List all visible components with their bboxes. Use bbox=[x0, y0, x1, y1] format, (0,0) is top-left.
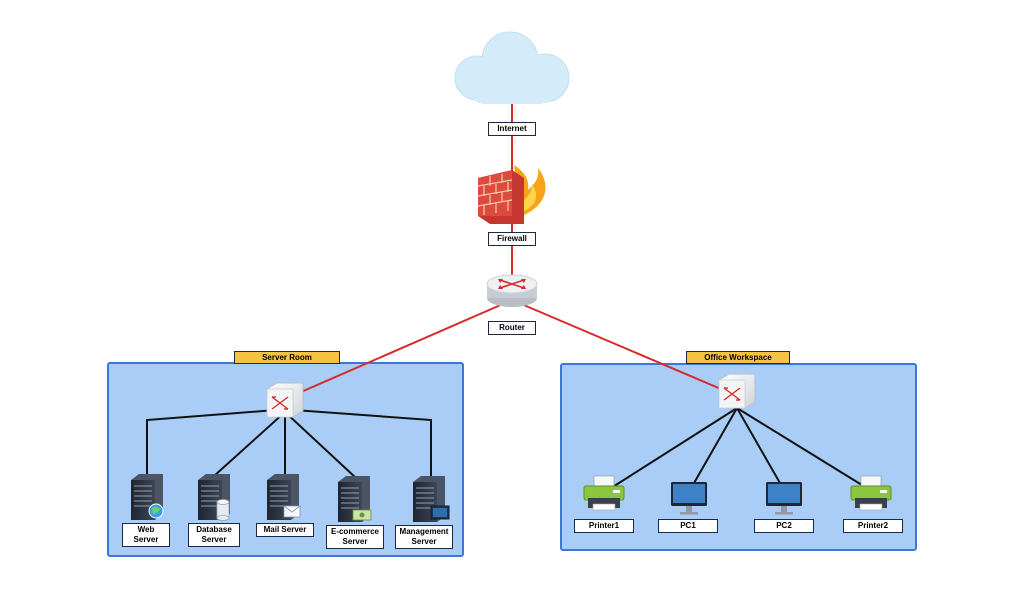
internet-label: Internet bbox=[488, 122, 536, 136]
firewall-icon bbox=[477, 165, 546, 224]
internet-cloud-icon bbox=[454, 31, 570, 104]
server-room-links bbox=[146, 409, 432, 479]
uplink-lines bbox=[284, 100, 736, 400]
management-server-icon bbox=[413, 476, 450, 522]
router-icon bbox=[486, 274, 538, 307]
pc2-icon bbox=[766, 482, 802, 515]
device-label: Printer2 bbox=[843, 519, 903, 533]
office-workspace-zone bbox=[560, 363, 917, 551]
firewall-label: Firewall bbox=[488, 232, 536, 246]
database-server-icon bbox=[198, 474, 230, 521]
office-switch-icon bbox=[718, 373, 756, 409]
printer2-icon bbox=[850, 475, 892, 511]
server-room-switch-icon bbox=[266, 382, 304, 418]
office-workspace-title: Office Workspace bbox=[686, 351, 790, 364]
ecommerce-server-icon bbox=[338, 476, 372, 522]
mail-server-icon bbox=[267, 474, 301, 520]
device-label: Printer1 bbox=[574, 519, 634, 533]
web-server-icon bbox=[131, 474, 164, 520]
server-label: Mail Server bbox=[256, 523, 314, 537]
office-links bbox=[607, 407, 871, 491]
server-room-title: Server Room bbox=[234, 351, 340, 364]
pc1-icon bbox=[671, 482, 707, 515]
router-label: Router bbox=[488, 321, 536, 335]
device-label: PC1 bbox=[658, 519, 718, 533]
device-label: PC2 bbox=[754, 519, 814, 533]
printer1-icon bbox=[583, 475, 625, 511]
